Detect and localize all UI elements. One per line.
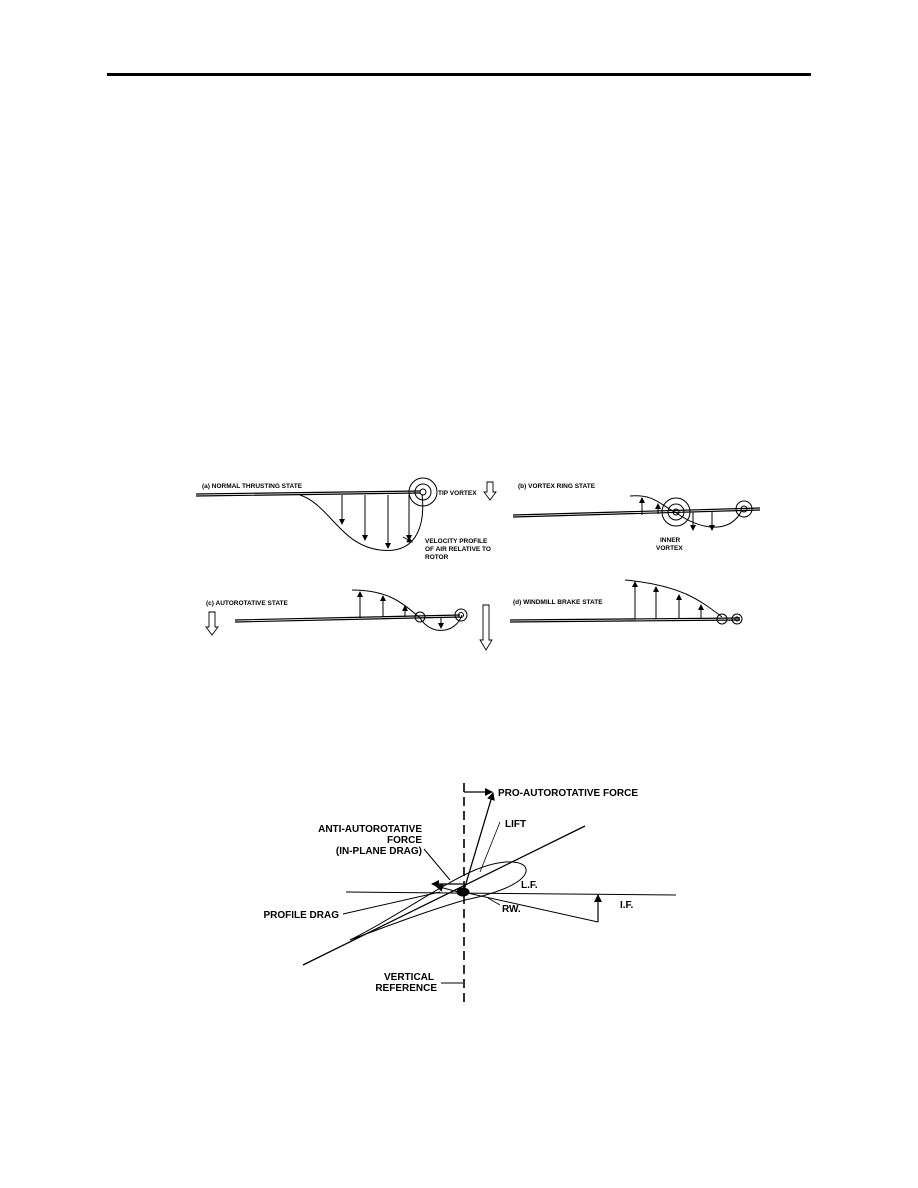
tip-vortex-c xyxy=(454,608,468,622)
airfoil xyxy=(349,861,527,941)
panel-normal-thrusting xyxy=(195,477,497,551)
chord-line xyxy=(302,825,586,966)
relative-wind-line xyxy=(462,891,599,923)
rotor-blade-d xyxy=(509,617,741,623)
descent-arrow-d xyxy=(479,604,493,651)
airfoil-force-diagram xyxy=(302,783,677,1003)
vertical-reference-label-1: VERTICAL xyxy=(384,972,434,983)
inner-vortex-label-1: INNER xyxy=(660,537,681,544)
anti-autorotative-label-2: FORCE xyxy=(387,835,422,846)
header-rule xyxy=(107,73,811,76)
velocity-profile-label-2: OF AIR RELATIVE TO xyxy=(425,546,491,553)
panel-d-title: (d) WINDMILL BRAKE STATE xyxy=(513,599,603,606)
tip-vortex-label: TIP VORTEX xyxy=(438,490,477,497)
velocity-profile-c xyxy=(351,589,463,631)
descent-arrow-a xyxy=(483,481,497,501)
lift-vector xyxy=(463,792,495,891)
inner-vortex xyxy=(661,497,691,527)
if-label: I.F. xyxy=(620,900,634,911)
anti-autorotative-label-3: (IN-PLANE DRAG) xyxy=(336,846,422,857)
tip-vortex-b xyxy=(735,500,753,518)
panel-autorotative xyxy=(205,589,468,636)
rotor-blade-c xyxy=(234,614,461,623)
vertical-reference-label-2: REFERENCE xyxy=(375,983,437,994)
anti-autorotative-label-1: ANTI-AUTOROTATIVE xyxy=(318,824,422,835)
velocity-profile-d xyxy=(624,579,723,618)
descent-arrow-c xyxy=(205,611,219,636)
lf-label: L.F. xyxy=(521,880,538,891)
panel-windmill-brake xyxy=(479,579,743,651)
velocity-profile-label-3: ROTOR xyxy=(425,554,449,561)
profile-drag-vector xyxy=(435,883,463,894)
velocity-profile-a xyxy=(299,493,424,551)
panel-vortex-ring xyxy=(512,495,761,531)
velocity-profile-b xyxy=(629,495,743,528)
velocity-profile-label-1: VELOCITY PROFILE xyxy=(425,538,488,545)
panel-b-title: (b) VORTEX RING STATE xyxy=(518,483,596,490)
panel-a-title: (a) NORMAL THRUSTING STATE xyxy=(202,483,303,490)
inner-vortex-label-2: VORTEX xyxy=(656,545,683,552)
tip-vortex-d xyxy=(731,613,743,625)
lift-label: LIFT xyxy=(505,819,526,830)
rotor-blade-a xyxy=(195,490,421,497)
profile-drag-label: PROFILE DRAG xyxy=(263,910,339,921)
plane-of-rotation-line xyxy=(345,891,677,896)
rotor-blade-b xyxy=(512,507,761,518)
rw-label: RW. xyxy=(502,904,521,915)
pro-autorotative-label: PRO-AUTOROTATIVE FORCE xyxy=(498,788,638,799)
panel-c-title: (c) AUTOROTATIVE STATE xyxy=(206,600,289,607)
tip-vortex-a xyxy=(408,477,438,507)
